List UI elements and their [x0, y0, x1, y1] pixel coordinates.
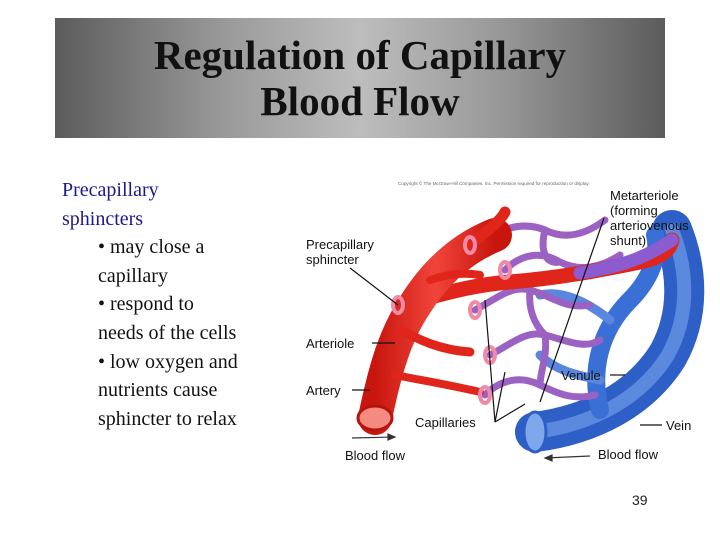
label-capillaries: Capillaries — [415, 415, 476, 430]
bullet-line: • low oxygen and — [98, 350, 238, 373]
sphincter-ring — [468, 300, 482, 320]
flow-arrows — [351, 433, 591, 462]
artery-opening — [356, 404, 394, 432]
label-blood-flow-left: Blood flow — [345, 448, 406, 463]
sphincter-ring — [478, 385, 492, 405]
bullet-heading-line-1: Precapillary — [62, 179, 159, 201]
leader-lines — [349, 217, 662, 426]
label-metarteriole-2: (forming — [610, 203, 658, 218]
capillary-bed-diagram: Copyright © The McGraw-Hill Companies, I… — [306, 180, 705, 463]
arrow-head — [543, 454, 553, 462]
leader-line-precapillary — [349, 267, 399, 306]
metarteriole-shunt — [573, 233, 679, 280]
capillary — [536, 331, 550, 389]
label-venule: Venule — [561, 368, 601, 383]
arteriole-branch — [391, 371, 484, 396]
label-metarteriole-1: Metarteriole — [610, 188, 679, 203]
label-metarteriole-4: shunt) — [610, 233, 646, 248]
vein-highlight — [528, 223, 692, 439]
page-number: 39 — [632, 492, 648, 508]
label-blood-flow-right: Blood flow — [598, 447, 659, 462]
label-precapillary-2: sphincter — [306, 252, 359, 267]
leader-line-capillaries — [494, 403, 526, 423]
vein-opening — [522, 410, 548, 454]
label-vein: Vein — [666, 418, 691, 433]
bullet-line: nutrients cause — [98, 379, 218, 402]
title-banner: Regulation of Capillary Blood Flow — [55, 18, 665, 138]
label-artery: Artery — [306, 383, 341, 398]
leader-line-metarteriole — [539, 217, 605, 403]
bullet-line: • respond to — [98, 293, 194, 316]
copyright-notice: Copyright © The McGraw-Hill Companies, I… — [398, 180, 590, 186]
sphincter-ring — [463, 235, 477, 255]
diagram-labels: Metarteriole (forming arteriovenous shun… — [306, 188, 691, 463]
label-arteriole: Arteriole — [306, 336, 354, 351]
bullet-list: Precapillary sphincters • may close a ca… — [62, 176, 302, 433]
label-precapillary-1: Precapillary — [306, 237, 374, 252]
precapillary-sphincters — [391, 235, 512, 405]
arteriole-branch — [395, 325, 475, 357]
sphincter-ring — [498, 260, 512, 280]
capillary — [539, 226, 564, 266]
leader-line-capillaries — [494, 371, 506, 423]
sphincter-ring — [391, 295, 405, 315]
bullet-line: capillary — [98, 264, 168, 287]
artery-network — [356, 206, 512, 435]
arteriole-branch — [426, 269, 484, 284]
bullet-line: needs of the cells — [98, 321, 237, 344]
bullet-line: sphincter to relax — [98, 407, 237, 430]
leader-line-capillaries — [484, 299, 496, 423]
bullet-line: • may close a — [98, 236, 205, 259]
slide-title-line-1: Regulation of Capillary — [153, 32, 567, 78]
arrow-head — [387, 433, 397, 441]
label-metarteriole-3: arteriovenous — [610, 218, 689, 233]
bullet-heading-line-2: sphincters — [62, 207, 144, 230]
vein-network — [515, 210, 705, 454]
slide-title-line-2: Blood Flow — [260, 78, 460, 124]
capillary — [526, 286, 549, 339]
